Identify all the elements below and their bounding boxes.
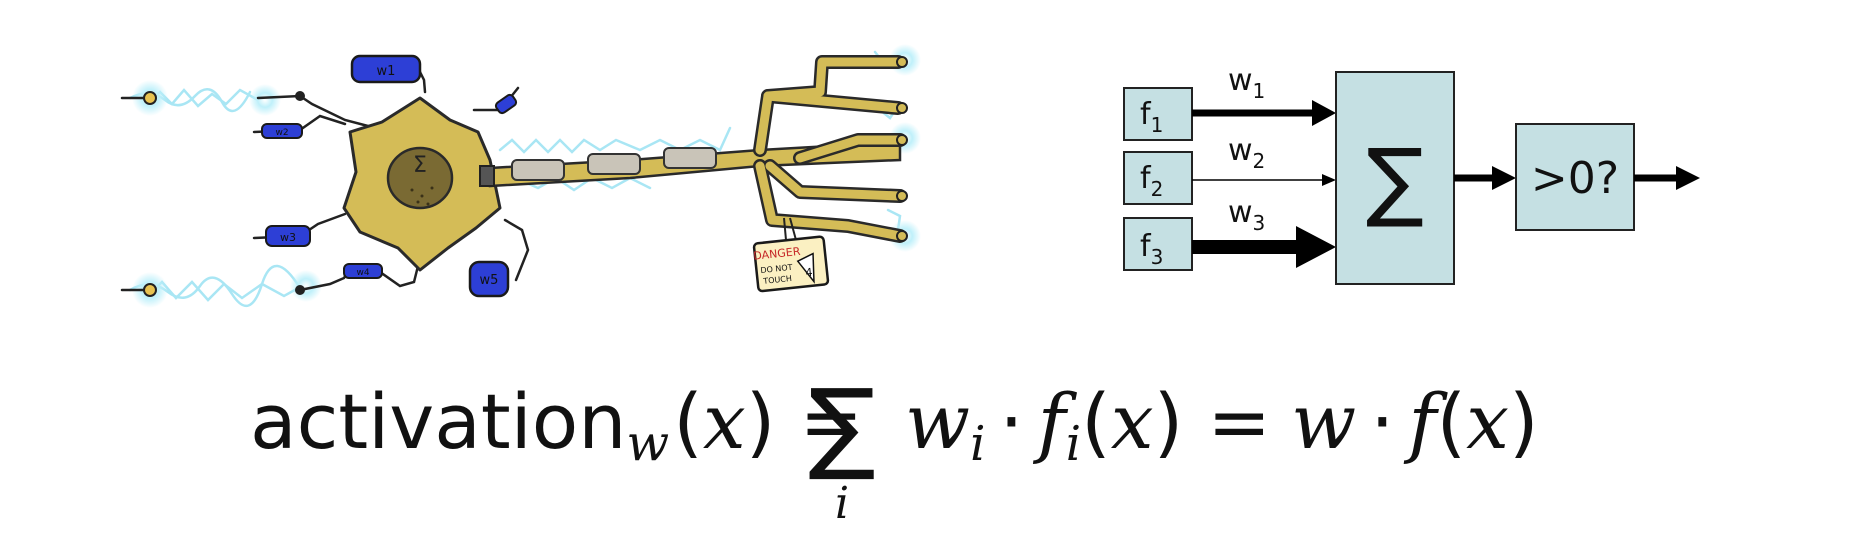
danger-sign: DANGER DO NOT TOUCH 4	[753, 217, 830, 293]
weight-resistor-w5: w5	[468, 260, 510, 298]
summation-symbol: ∑	[1366, 131, 1424, 231]
svg-text:w4: w4	[356, 268, 369, 278]
weight-arrow-3	[1192, 226, 1336, 268]
output-arrow-1	[1454, 166, 1516, 190]
svg-text:f3: f3	[1140, 229, 1163, 269]
summation-box: ∑	[1335, 71, 1455, 285]
svg-text:w3: w3	[280, 231, 296, 244]
feature-box-3: f3	[1123, 217, 1193, 271]
nucleus-dots	[410, 186, 434, 206]
weight-resistor-w2: w2	[261, 123, 303, 139]
weight-arrow-2	[1192, 174, 1336, 186]
feature-box-2: f2	[1123, 151, 1193, 205]
weight-resistor-w3: w3	[265, 225, 311, 247]
svg-text:TOUCH: TOUCH	[762, 274, 792, 286]
formula-rhs: wi·fi(x) =w·f(x)	[905, 377, 1539, 472]
svg-text:w1: w1	[377, 64, 396, 79]
svg-text:w2: w2	[275, 128, 288, 138]
nucleus	[386, 146, 454, 210]
svg-text:w5: w5	[480, 273, 499, 288]
svg-text:DO NOT: DO NOT	[760, 263, 793, 275]
svg-text:f1: f1	[1140, 97, 1163, 137]
myelin-sheaths	[511, 147, 717, 181]
output-arrow-2	[1634, 166, 1700, 190]
weight-resistor-small	[494, 93, 518, 115]
weight-label-1: w1	[1228, 63, 1265, 103]
weight-arrow-1	[1192, 100, 1336, 126]
weight-label-2: w2	[1228, 133, 1265, 173]
axon	[479, 55, 908, 243]
svg-text:4: 4	[805, 266, 813, 280]
weight-label-3: w3	[1228, 195, 1265, 235]
feature-box-1: f1	[1123, 87, 1193, 141]
weight-resistor-w4: w4	[343, 263, 383, 279]
activation-formula: activationw(x) = ∑ i wi·fi(x) =w·f(x)	[250, 367, 1539, 529]
svg-text:DANGER: DANGER	[753, 245, 802, 263]
terminal-bulbs	[896, 56, 908, 242]
formula-sum-index: i	[835, 478, 849, 529]
nucleus-sigma: Σ	[413, 153, 427, 178]
neuron-illustration: Σ	[120, 44, 921, 308]
threshold-label: >0?	[1531, 153, 1619, 204]
svg-text:f2: f2	[1140, 161, 1163, 201]
formula-main: activationw(x) =	[250, 377, 863, 472]
formula-sum-sign: ∑	[808, 367, 875, 484]
threshold-box: >0?	[1515, 123, 1635, 231]
perceptron-diagram: f1 f2 f3 w1 w2 w3 ∑	[1123, 63, 1700, 285]
weight-resistor-w1: w1	[350, 54, 422, 84]
lead-tips	[143, 91, 305, 297]
